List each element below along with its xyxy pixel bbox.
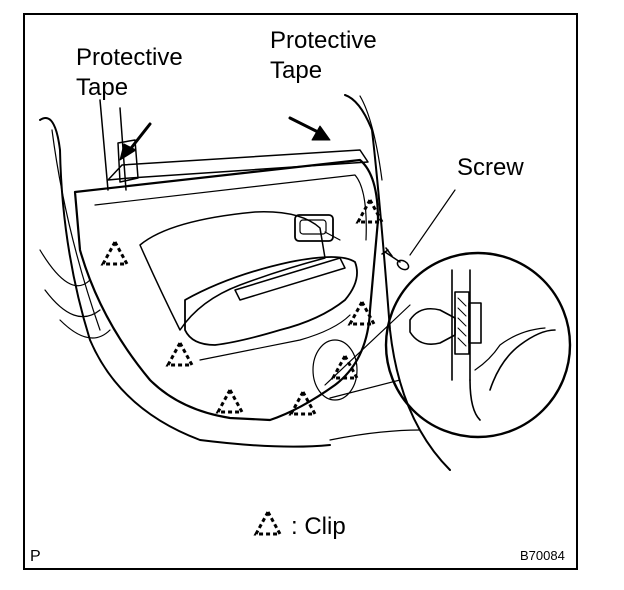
arrow-icon	[119, 143, 137, 161]
clip-retainer	[468, 302, 482, 344]
door-frame-left-inner	[51, 129, 101, 331]
trim-upper-panel	[139, 211, 326, 331]
clip-marker-5	[330, 352, 360, 380]
switch-panel	[234, 257, 346, 301]
figure-frame	[23, 13, 578, 570]
clip-legend-label: : Clip	[291, 513, 346, 540]
protective-tape-strip	[107, 149, 369, 181]
door-frame-outline	[39, 117, 331, 448]
door-inner-section	[469, 329, 556, 421]
clip-legend-icon	[253, 508, 283, 536]
protective-tape-right-line2: Tape	[270, 57, 323, 84]
clip-detail-magnifier	[324, 251, 572, 439]
clip-marker-3	[347, 298, 377, 326]
clip-marker-7	[288, 388, 318, 416]
door-trim-panel	[73, 158, 380, 422]
corner-letter: P	[30, 548, 41, 565]
armrest	[184, 256, 358, 346]
tape-tab-left	[117, 139, 139, 183]
panel-section	[451, 269, 471, 381]
clip-hatch	[457, 297, 467, 347]
screw-icon	[381, 247, 410, 271]
pillar-right	[344, 94, 451, 471]
clip-marker-4	[165, 339, 195, 367]
armrest-lower	[199, 314, 351, 361]
protective-tape-left-line1: Protective	[76, 44, 183, 71]
screw-leader-line	[409, 189, 456, 256]
protective-tape-right-label: Protective Tape	[270, 26, 377, 86]
inner-door-handle	[294, 214, 334, 242]
clip-marker-1	[355, 196, 385, 224]
inner-door-handle-lever	[299, 219, 327, 235]
clip-head	[409, 307, 456, 345]
protective-tape-left-line2: Tape	[76, 74, 129, 101]
speaker-outline	[312, 339, 358, 401]
clip-marker-6	[215, 386, 245, 414]
door-outer-section	[474, 327, 546, 371]
pillar-left	[99, 99, 127, 191]
pillar-right-inner	[359, 95, 383, 181]
door-trim-inner	[94, 174, 367, 241]
screw-label: Screw	[457, 154, 524, 181]
handle-line	[324, 231, 341, 241]
clip-marker-2	[100, 238, 130, 266]
protective-tape-right-line1: Protective	[270, 27, 377, 54]
protective-tape-left-label: Protective Tape	[76, 43, 183, 103]
body-curves	[39, 249, 111, 339]
figure-code: B70084	[520, 548, 565, 563]
body-lower	[329, 429, 421, 441]
arrow-icon	[311, 125, 331, 141]
arrow-icon	[288, 116, 320, 134]
